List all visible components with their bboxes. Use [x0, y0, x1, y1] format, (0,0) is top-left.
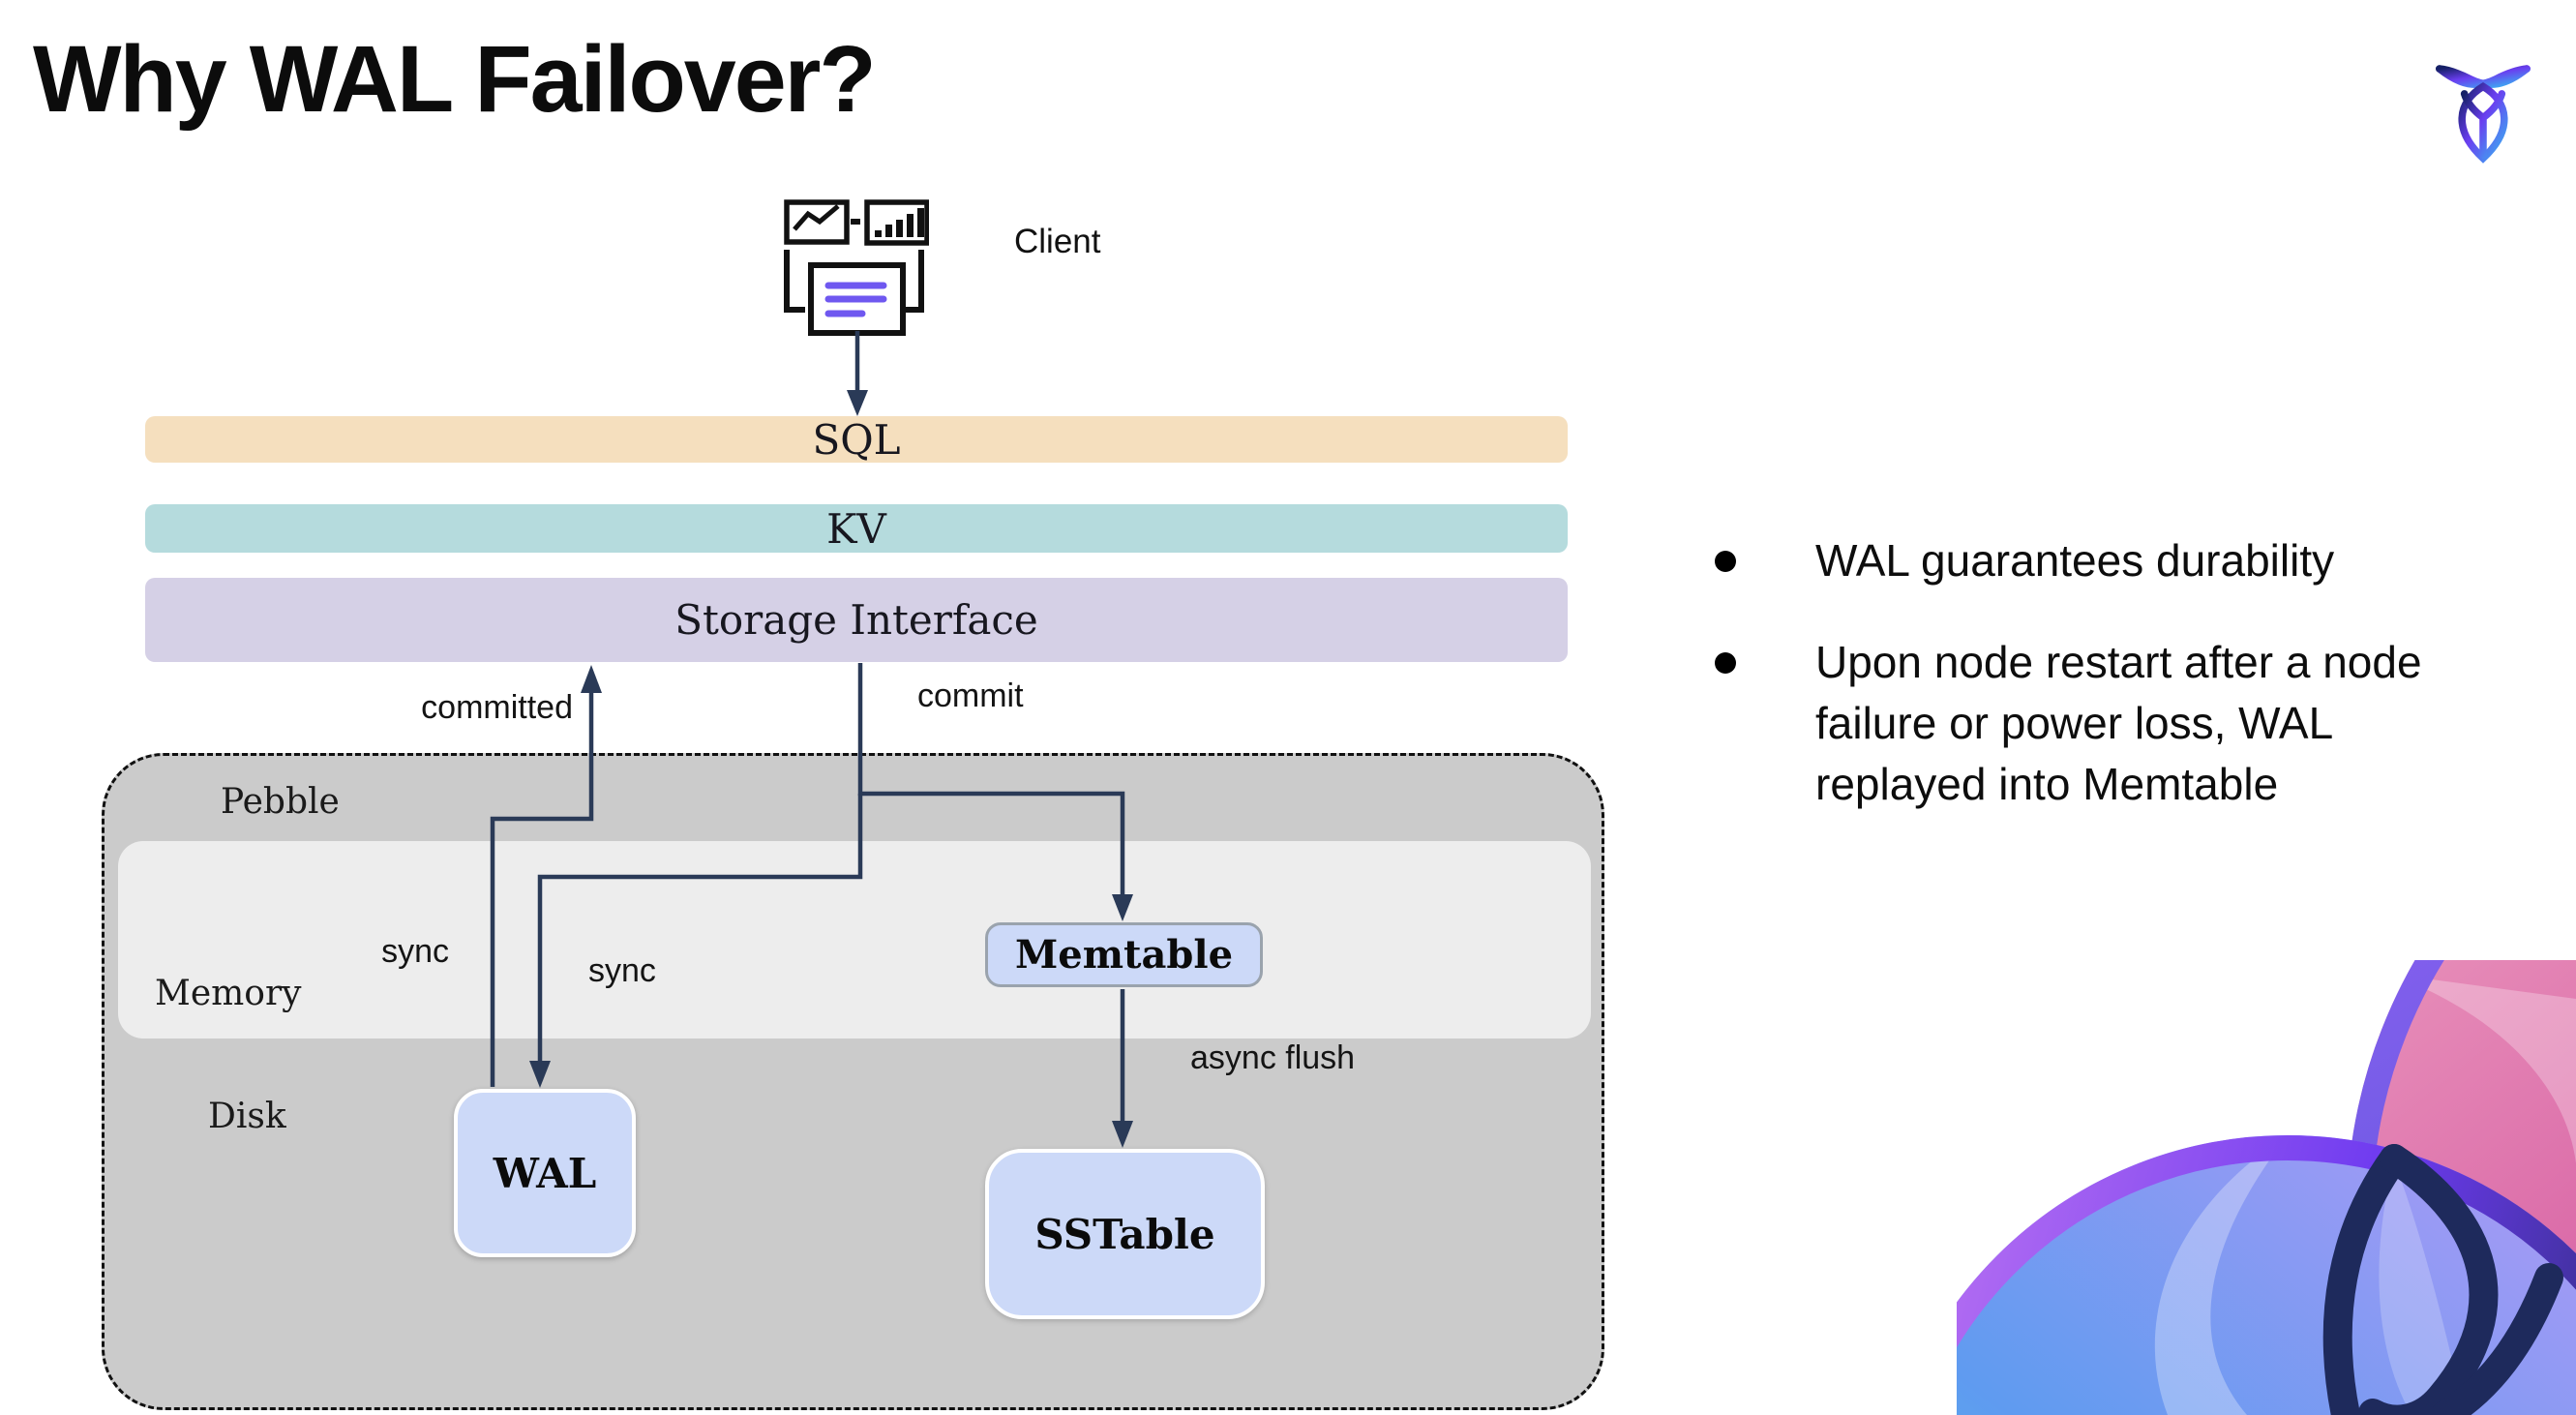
kv-layer-bar: KV — [145, 504, 1568, 553]
sql-layer-label: SQL — [812, 415, 901, 464]
async-flush-edge-label: async flush — [1190, 1039, 1356, 1076]
storage-interface-label: Storage Interface — [674, 596, 1038, 644]
cockroachdb-logo-icon — [2436, 65, 2531, 164]
committed-edge-label: committed — [421, 689, 573, 726]
shell-veins — [2322, 1144, 2563, 1415]
sql-layer-bar: SQL — [145, 415, 1568, 464]
client-arrowhead — [847, 390, 868, 416]
cockroach-brand-graphic — [1957, 960, 2576, 1415]
bullet-list: WAL guarantees durability Upon node rest… — [1715, 530, 2547, 856]
teal-sphere — [1957, 1135, 2576, 1415]
wal-box: WAL — [454, 1089, 636, 1257]
pebble-label: Pebble — [221, 782, 340, 822]
commit-edge-label: commit — [917, 677, 1024, 714]
sync-write-edge-label: sync — [588, 952, 656, 989]
storage-interface-bar: Storage Interface — [145, 578, 1568, 662]
sync-ack-edge-label: sync — [381, 933, 449, 970]
bullet-dot-icon — [1715, 551, 1736, 572]
memtable-box: Memtable — [985, 922, 1263, 987]
client-label: Client — [1014, 223, 1101, 260]
committed-arrowhead — [581, 665, 602, 693]
bullet-text: WAL guarantees durability — [1815, 535, 2335, 586]
sstable-box: SSTable — [985, 1149, 1265, 1319]
list-item: Upon node restart after a node failure o… — [1715, 632, 2547, 815]
disk-zone-label: Disk — [208, 1097, 286, 1136]
client-icon — [784, 199, 929, 336]
list-item: WAL guarantees durability — [1715, 530, 2547, 591]
kv-layer-label: KV — [826, 504, 886, 553]
page-title: Why WAL Failover? — [33, 26, 877, 132]
document-lines — [824, 282, 887, 317]
bullet-dot-icon — [1715, 652, 1736, 675]
bullet-text: Upon node restart after a node failure o… — [1815, 637, 2422, 810]
memory-zone-label: Memory — [155, 974, 302, 1013]
